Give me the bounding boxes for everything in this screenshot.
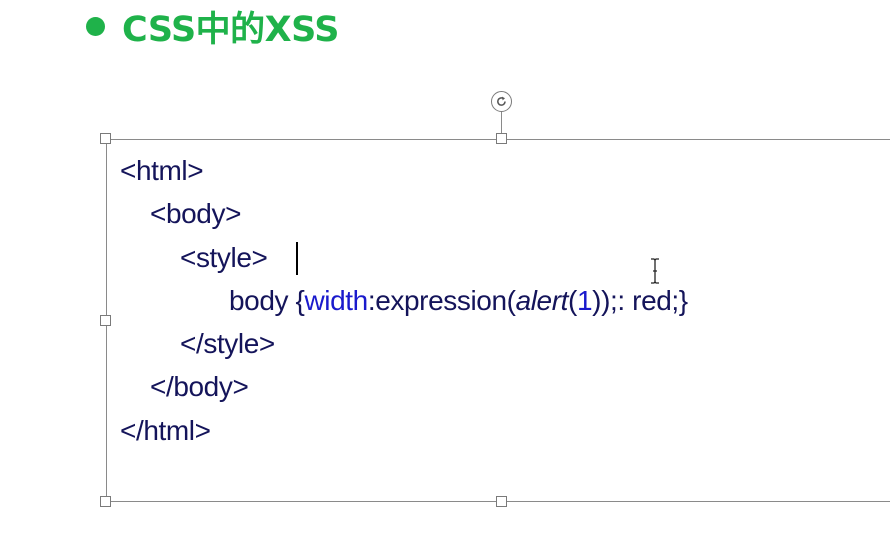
css-property: width bbox=[304, 285, 368, 316]
bullet-icon bbox=[86, 16, 105, 36]
resize-handle-middle-left[interactable] bbox=[100, 315, 111, 326]
rotate-icon[interactable] bbox=[491, 91, 512, 112]
slide-title: CSS中的XSS bbox=[86, 2, 340, 50]
text-cursor-icon bbox=[651, 258, 659, 284]
text-caret bbox=[296, 242, 298, 275]
css-paren: ( bbox=[568, 285, 577, 316]
code-line-style-close: </style> bbox=[180, 328, 275, 359]
resize-handle-top-left[interactable] bbox=[100, 133, 111, 144]
css-expression: expression( bbox=[375, 285, 516, 316]
resize-handle-top-center[interactable] bbox=[496, 133, 507, 144]
css-arg: 1 bbox=[576, 285, 593, 316]
rotate-arrow-icon bbox=[497, 96, 506, 106]
resize-handle-bottom-left[interactable] bbox=[100, 496, 111, 507]
rotate-stem bbox=[501, 111, 502, 134]
code-line-style-open: <style> bbox=[180, 242, 268, 273]
resize-handle-bottom-center[interactable] bbox=[496, 496, 507, 507]
code-line-body-open: <body> bbox=[150, 198, 242, 229]
css-alert: alert bbox=[515, 285, 569, 316]
css-rest: ));: red;} bbox=[592, 285, 688, 316]
css-selector: body { bbox=[229, 285, 305, 316]
code-line-html-open: <html> bbox=[120, 155, 204, 186]
code-line-css-rule: body {width:expression(alert(1));: red;} bbox=[229, 284, 688, 318]
code-line-html-close: </html> bbox=[120, 415, 211, 446]
code-line-body-close: </body> bbox=[150, 371, 249, 402]
slide-title-text[interactable]: CSS中的XSS bbox=[122, 9, 340, 50]
code-textbox[interactable] bbox=[106, 139, 890, 502]
css-colon: : bbox=[367, 285, 376, 316]
